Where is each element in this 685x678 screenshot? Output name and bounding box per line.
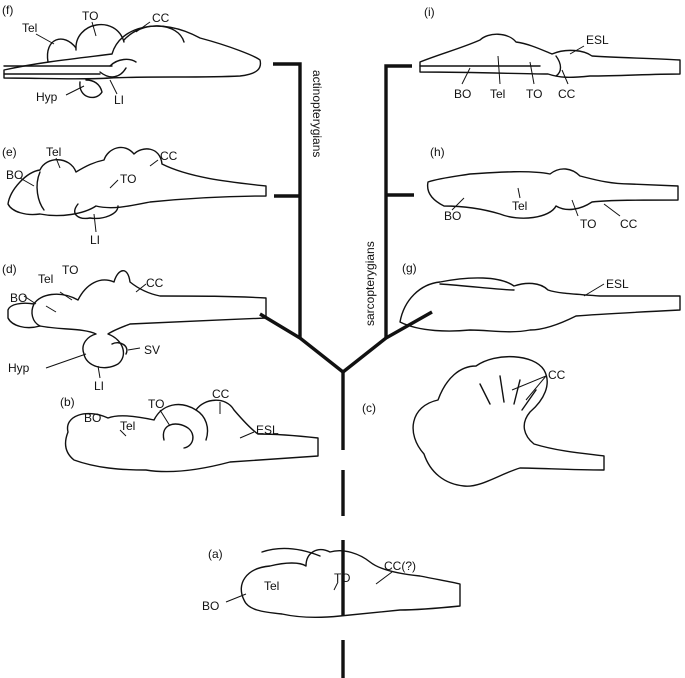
pineal-stalk [261, 547, 321, 557]
brain-i [419, 33, 681, 79]
label-d-li: LI [94, 379, 104, 393]
clade-label-sarcopterygians: sarcopterygians [363, 241, 377, 326]
label-e-li: LI [90, 233, 100, 247]
panel-label-h: (h) [430, 145, 445, 159]
label-h-bo: BO [444, 209, 461, 223]
sarcopterygian-stem [384, 64, 412, 338]
olfactory-bulb [31, 303, 41, 327]
label-b-cc: CC [212, 387, 230, 401]
brain-c [412, 356, 605, 487]
brain-a [240, 547, 461, 619]
leaders-i [461, 45, 585, 85]
brain-outline [64, 399, 319, 473]
label-e-tel: Tel [46, 145, 61, 159]
label-e-cc: CC [160, 149, 178, 163]
brain-d [7, 270, 267, 369]
panel-label-g: (g) [402, 261, 417, 275]
label-i-bo: BO [454, 87, 471, 101]
label-e-to: TO [120, 172, 136, 186]
panel-label-e: (e) [2, 145, 17, 159]
label-a-tel: Tel [264, 579, 279, 593]
label-h-cc: CC [620, 217, 638, 231]
label-d-tel: Tel [38, 272, 53, 286]
label-i-tel: Tel [490, 87, 505, 101]
leaders-h [451, 187, 621, 217]
leaders-c [511, 375, 547, 401]
label-b-esl: ESL [256, 423, 279, 437]
label-d-bo: BO [10, 291, 27, 305]
cerebellum-folia [479, 375, 537, 411]
optic-tectum-lobe [162, 423, 194, 449]
brain-b [64, 399, 319, 473]
leaders-b [119, 402, 255, 439]
cerebral-hemisphere [439, 283, 515, 291]
leaders-a [225, 571, 393, 603]
label-g-esl: ESL [606, 277, 629, 291]
leaders-g [583, 283, 605, 297]
brain-outline [426, 168, 679, 219]
leaders-d [23, 283, 147, 379]
phylogeny-tree [259, 62, 433, 678]
tectum-groove [555, 55, 562, 77]
brain-g [399, 277, 681, 333]
cerebellum-lobe [123, 25, 185, 43]
label-f-cc: CC [152, 11, 170, 25]
olfactory-tract [3, 65, 113, 75]
panel-label-c: (c) [362, 401, 376, 415]
label-f-li: LI [114, 93, 124, 107]
brain-e [7, 146, 267, 220]
saccus-vasculosus [111, 342, 128, 355]
panel-label-f: (f) [2, 3, 13, 17]
label-a-to: TO [334, 571, 350, 585]
optic-tectum-lobe [75, 23, 125, 51]
panel-label-d: (d) [2, 262, 17, 276]
label-d-hyp: Hyp [8, 361, 30, 375]
panel-label-a: (a) [208, 547, 223, 561]
label-f-to: TO [82, 9, 98, 23]
label-b-bo: BO [84, 411, 101, 425]
panel-label-b: (b) [60, 395, 75, 409]
inferior-lobe [74, 203, 119, 220]
leaders-f [35, 21, 151, 96]
label-h-tel: Tel [512, 199, 527, 213]
label-d-to: TO [62, 263, 78, 277]
clade-label-actinopterygians: actinopterygians [310, 70, 324, 157]
label-d-sv: SV [144, 343, 160, 357]
brain-outline [399, 277, 681, 333]
label-i-to: TO [526, 87, 542, 101]
panel-label-i: (i) [424, 5, 435, 19]
leaders-e [19, 157, 159, 233]
label-e-bo: BO [6, 168, 23, 182]
label-h-to: TO [580, 217, 596, 231]
brain-outline [419, 33, 681, 79]
label-f-hyp: Hyp [36, 90, 58, 104]
brain-f [3, 23, 262, 99]
label-a-cc: CC(?) [384, 559, 416, 573]
cerebellum-lobe [195, 409, 209, 441]
brain-outline [3, 25, 262, 80]
brain-outline [412, 356, 605, 487]
label-i-esl: ESL [586, 33, 609, 47]
brain-outline [7, 270, 267, 369]
actinopterygian-stem [273, 62, 302, 338]
label-a-bo: BO [202, 599, 219, 613]
label-b-tel: Tel [120, 419, 135, 433]
inferior-lobe [99, 58, 137, 78]
brain-outline [7, 146, 267, 217]
brain-h [426, 168, 679, 219]
telencephalon-lobe [36, 171, 45, 211]
label-f-tel: Tel [22, 21, 37, 35]
label-c-cc: CC [548, 368, 566, 382]
brain-outline [240, 548, 461, 619]
label-b-to: TO [148, 397, 164, 411]
label-d-cc: CC [146, 276, 164, 290]
label-i-cc: CC [558, 87, 576, 101]
telencephalon-lobe [46, 38, 77, 63]
hypothalamus-lobe [79, 79, 103, 99]
